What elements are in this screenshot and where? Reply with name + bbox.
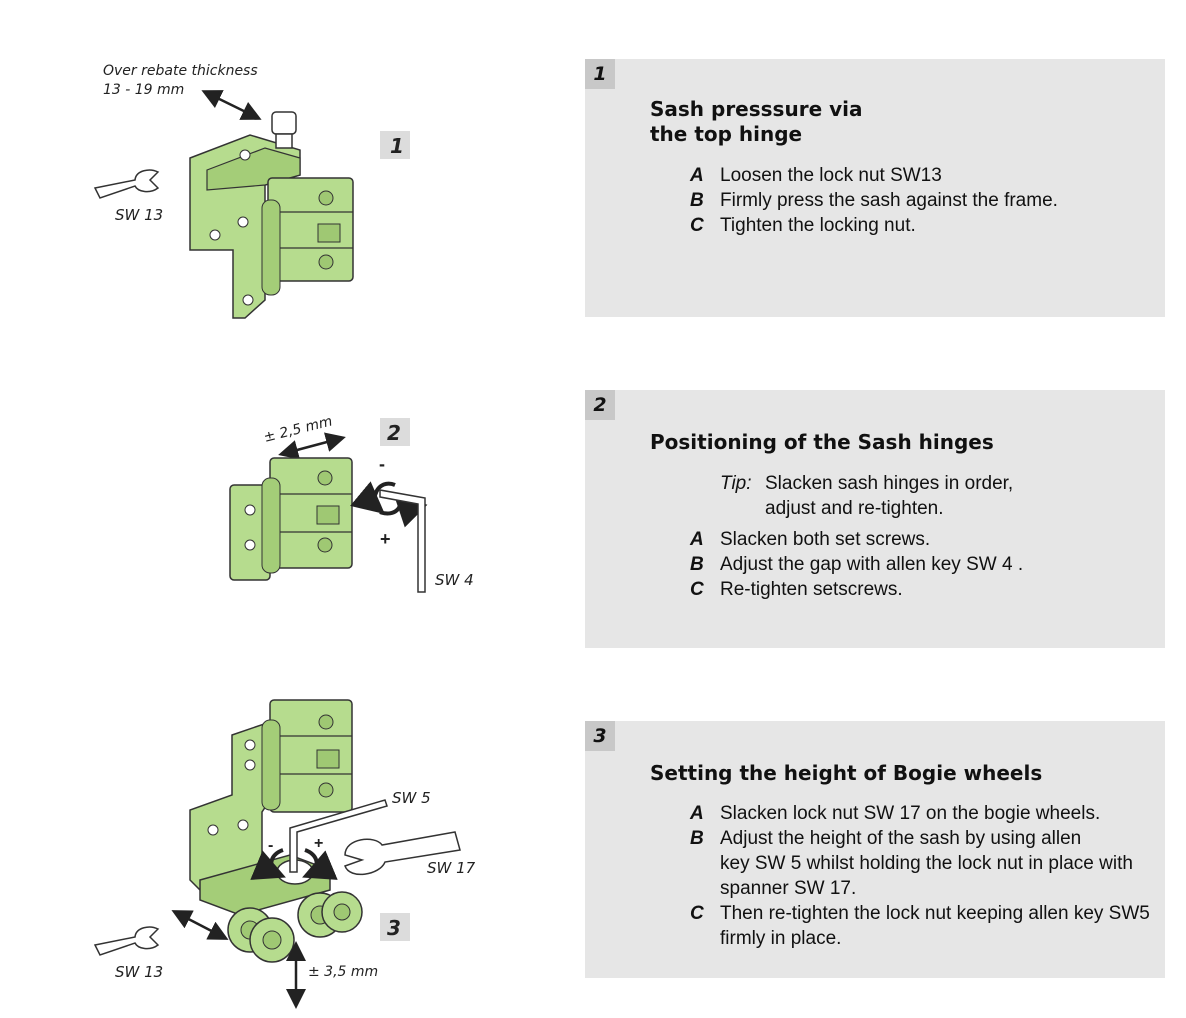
over-rebate-label-line2: 13 - 19 mm — [103, 82, 184, 98]
spanner-sw17-label: SW 17 — [427, 859, 476, 877]
step-text: Adjust the gap with allen key SW 4 . — [720, 554, 1024, 575]
figure-2-number: 2 — [387, 421, 401, 445]
rotate-arrow-icon — [350, 481, 396, 515]
plus-sign: + — [380, 529, 391, 549]
step-item: C Then re-tighten the lock nut keeping a… — [690, 901, 1150, 951]
step-letter: C — [690, 215, 704, 236]
allen-key-sw4-label: SW 4 — [435, 571, 474, 589]
rotate-arrow-icon — [250, 848, 286, 880]
tip-note: Tip: Slacken sash hinges in order, adjus… — [720, 471, 1013, 521]
hinge-gap-dimension: ± 2,5 mm — [262, 413, 334, 446]
step-letter: A — [690, 165, 704, 186]
step-letter: A — [690, 529, 704, 550]
allen-key-sw5-icon — [289, 799, 388, 873]
step-text: Tighten the locking nut. — [720, 215, 916, 236]
panel-title: Setting the height of Bogie wheels — [650, 761, 1043, 785]
minus-sign: - — [268, 837, 273, 854]
panel-number: 3 — [585, 721, 615, 751]
over-rebate-arrow — [171, 910, 229, 940]
wrench-sw13-label: SW 13 — [115, 206, 163, 224]
step-letter: B — [690, 190, 704, 211]
step-list: A Slacken lock nut SW 17 on the bogie wh… — [690, 801, 1150, 951]
allen-key-sw4-icon — [379, 489, 426, 593]
figure-3-number: 3 — [387, 916, 401, 940]
step-item: B Adjust the height of the sash by using… — [690, 826, 1150, 901]
spanner-sw17-icon — [344, 831, 461, 876]
step-item: B Adjust the gap with allen key SW 4 . — [690, 552, 1023, 577]
over-rebate-label-line1: Over rebate thickness — [103, 63, 258, 79]
step-letter: B — [690, 828, 704, 849]
step-letter: A — [690, 803, 704, 824]
panel-number: 1 — [585, 59, 615, 89]
step-item: C Re-tighten setscrews. — [690, 577, 1023, 602]
wrench-sw13-label: SW 13 — [115, 963, 163, 981]
bogie-wheel-illustration: SW 5 - + SW 17 SW 13 ± 3,5 mm 3 — [93, 699, 476, 1009]
step-item: B Firmly press the sash against the fram… — [690, 188, 1058, 213]
step-item: C Tighten the locking nut. — [690, 213, 1058, 238]
step-letter: C — [690, 579, 704, 600]
sash-hinge-illustration: ± 2,5 mm - + SW 4 2 — [229, 413, 474, 593]
step-list: A Loosen the lock nut SW13 B Firmly pres… — [690, 163, 1058, 238]
step-list: A Slacken both set screws. B Adjust the … — [690, 527, 1023, 602]
step-panel-1: 1 Sash presssure via the top hinge A Loo… — [585, 59, 1165, 317]
rebate-arrow — [201, 90, 262, 120]
tip-text: Slacken sash hinges in order, adjust and… — [765, 473, 1014, 519]
step-item: A Slacken lock nut SW 17 on the bogie wh… — [690, 801, 1150, 826]
step-text: Re-tighten setscrews. — [720, 579, 903, 600]
instruction-figures: Over rebate thickness 13 - 19 mm SW 13 1… — [93, 63, 476, 1009]
allen-key-sw5-label: SW 5 — [392, 789, 431, 807]
wrench-sw13-icon — [93, 926, 160, 956]
step-text: Slacken lock nut SW 17 on the bogie whee… — [720, 803, 1101, 824]
plus-sign: + — [314, 835, 323, 852]
step-text: Slacken both set screws. — [720, 529, 931, 550]
step-text: Loosen the lock nut SW13 — [720, 165, 942, 186]
step-letter: B — [690, 554, 704, 575]
step-text: Adjust the height of the sash by using a… — [720, 828, 1133, 899]
wrench-sw13-icon — [93, 169, 160, 199]
panel-title: Sash presssure via the top hinge — [650, 97, 863, 146]
hinge-gap-arrow — [278, 432, 346, 460]
panel-title: Positioning of the Sash hinges — [650, 430, 994, 454]
step-text: Firmly press the sash against the frame. — [720, 190, 1058, 211]
top-hinge-illustration: Over rebate thickness 13 - 19 mm SW 13 1 — [93, 63, 410, 319]
height-dimension: ± 3,5 mm — [308, 964, 378, 980]
step-panel-3: 3 Setting the height of Bogie wheels A S… — [585, 721, 1165, 978]
figure-1-number: 1 — [390, 134, 404, 158]
tip-label: Tip: — [720, 473, 752, 494]
panel-number: 2 — [585, 390, 615, 420]
step-item: A Slacken both set screws. — [690, 527, 1023, 552]
step-text: Then re-tighten the lock nut keeping all… — [720, 903, 1150, 949]
step-item: A Loosen the lock nut SW13 — [690, 163, 1058, 188]
minus-sign: - — [379, 454, 385, 474]
step-panel-2: 2 Positioning of the Sash hinges Tip: Sl… — [585, 390, 1165, 648]
step-letter: C — [690, 903, 704, 924]
